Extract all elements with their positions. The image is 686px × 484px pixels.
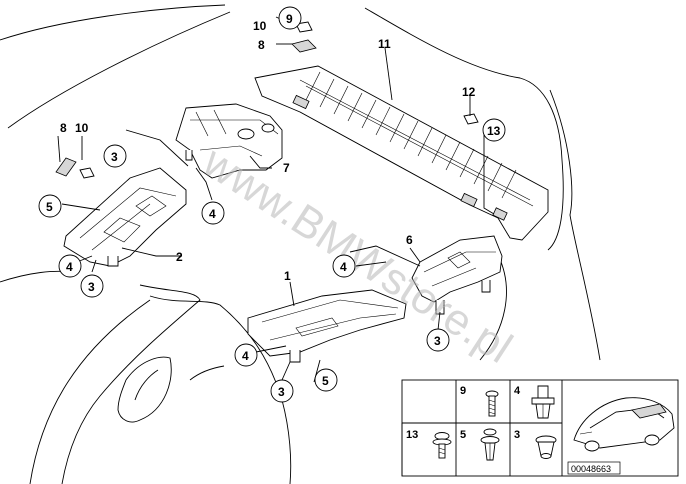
trim-panel-ribs xyxy=(305,71,517,199)
small-clips xyxy=(55,21,479,179)
expanding-nut-icon xyxy=(531,385,555,419)
part-2-left-bracket xyxy=(63,167,187,267)
part-1-floor-tray xyxy=(247,289,407,363)
legend-number-4: 4 xyxy=(514,385,521,397)
callout-10-left: 10 xyxy=(75,121,89,135)
legend-number-3: 3 xyxy=(514,429,520,441)
callout-circle-3-c xyxy=(426,328,450,352)
diagram-code: 00048663 xyxy=(571,464,611,474)
part-11-trim-panel xyxy=(254,65,549,241)
callout-3-c: 3 xyxy=(434,334,441,348)
callout-circle-4-b xyxy=(58,254,82,278)
callout-5-b: 5 xyxy=(322,374,329,388)
clip-12 xyxy=(463,113,479,125)
diagram-code-box xyxy=(567,461,621,475)
callout-4-b: 4 xyxy=(66,260,73,274)
callout-4-d: 4 xyxy=(242,349,249,363)
part-6-right-bracket xyxy=(411,235,503,315)
callout-3-b: 3 xyxy=(88,280,95,294)
push-rivet-icon xyxy=(480,428,500,461)
screw-icon xyxy=(485,390,499,417)
callout-10-top: 10 xyxy=(253,19,267,33)
grommet-icon xyxy=(535,435,557,459)
callout-9: 9 xyxy=(286,12,293,26)
callout-circle-3-d xyxy=(270,379,294,403)
callout-circle-3-b xyxy=(80,274,104,298)
callout-circle-4-d xyxy=(234,343,258,367)
legend-number-9: 9 xyxy=(460,385,466,397)
callout-circle-5-a xyxy=(38,194,62,218)
clip-8-left xyxy=(55,157,77,177)
clip-8-top xyxy=(291,39,317,53)
callout-2: 2 xyxy=(176,250,183,264)
callout-circle-4-c xyxy=(332,254,356,278)
clip-10-top xyxy=(295,21,313,33)
leader-lines xyxy=(57,16,495,383)
legend-number-5: 5 xyxy=(460,429,466,441)
callout-11: 11 xyxy=(378,37,391,51)
callout-4-c: 4 xyxy=(340,260,347,274)
callout-circle-5-b xyxy=(314,368,338,392)
callout-13: 13 xyxy=(487,124,501,138)
callout-labels: 10 9 8 11 12 13 8 10 3 5 7 4 2 4 3 1 6 4… xyxy=(38,6,506,403)
callout-7: 7 xyxy=(283,161,290,175)
callout-circle-4-a xyxy=(201,201,225,225)
callout-circle-13 xyxy=(482,118,506,142)
callout-5-a: 5 xyxy=(46,200,53,214)
callout-8-left: 8 xyxy=(60,121,67,135)
callout-circle-3-a xyxy=(103,144,127,168)
bolt-with-washer-icon xyxy=(432,432,452,459)
callout-3-a: 3 xyxy=(111,150,118,164)
callout-1: 1 xyxy=(284,269,291,283)
callout-4-a: 4 xyxy=(209,207,216,221)
callout-6: 6 xyxy=(406,233,413,247)
part-7-tray xyxy=(175,103,283,179)
clip-10-left xyxy=(79,167,95,179)
callout-12: 12 xyxy=(462,85,476,99)
parts-legend: 9 4 13 5 3 xyxy=(401,379,679,477)
legend-number-13: 13 xyxy=(406,429,418,441)
callout-3-d: 3 xyxy=(278,385,285,399)
callout-circle-9 xyxy=(278,6,302,30)
car-location-thumbnail-icon xyxy=(573,397,675,452)
callout-8-top: 8 xyxy=(258,38,265,52)
